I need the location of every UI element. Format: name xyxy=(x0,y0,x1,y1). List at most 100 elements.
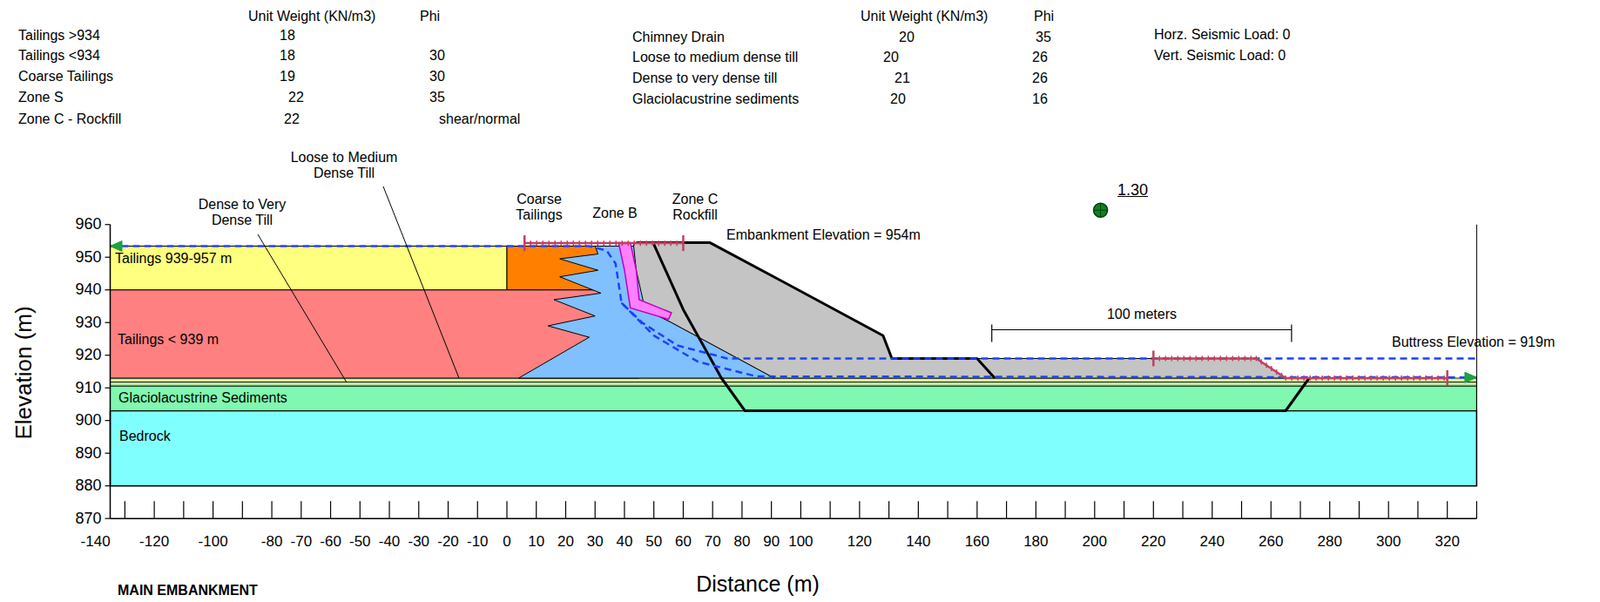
layer-name: Glaciolacustrine Sediments xyxy=(118,390,288,406)
slip-tick xyxy=(1284,375,1287,381)
slip-tick xyxy=(1296,375,1299,381)
slip-tick xyxy=(1351,375,1354,381)
distance-tick: 320 xyxy=(1434,533,1459,551)
slip-tick xyxy=(1431,375,1433,381)
table-header: Phi xyxy=(1033,8,1054,25)
table-header: Unit Weight (KN/m3) xyxy=(860,8,988,25)
unit-weight: 21 xyxy=(894,70,911,87)
x-tick xyxy=(770,500,772,519)
distance-tick: 0 xyxy=(502,533,511,551)
elevation-note: Embankment Elevation = 954m xyxy=(726,227,921,244)
x-tick xyxy=(830,500,831,519)
seismic-load: Horz. Seismic Load: 0 xyxy=(1154,27,1291,43)
x-tick xyxy=(946,500,948,519)
slip-tick xyxy=(633,240,635,246)
x-tick xyxy=(330,500,331,519)
distance-tick: -70 xyxy=(290,533,313,551)
material-name: Chimney Drain xyxy=(632,29,725,46)
distance-tick: -30 xyxy=(407,533,430,551)
leader-line xyxy=(257,234,347,383)
slip-tick xyxy=(572,240,574,246)
slip-tick xyxy=(1345,375,1348,381)
distance-tick: -140 xyxy=(81,533,111,551)
slip-tick xyxy=(1255,355,1258,361)
slip-tick xyxy=(1238,355,1241,361)
y-tick xyxy=(105,387,111,389)
x-tick xyxy=(1358,500,1360,519)
bedrock-layer xyxy=(110,411,1478,487)
slip-tick xyxy=(1189,355,1192,361)
distance-tick: 30 xyxy=(587,533,604,551)
elevation-note: Buttress Elevation = 919m xyxy=(1391,334,1555,351)
slip-end xyxy=(681,235,685,251)
slip-tick xyxy=(621,240,623,246)
slip-tick xyxy=(1406,375,1409,381)
leader-line xyxy=(383,186,460,379)
slip-tick xyxy=(1165,355,1168,361)
x-tick xyxy=(623,500,625,519)
slip-tick xyxy=(1232,355,1235,361)
x-tick xyxy=(242,500,244,519)
elevation-tick: 960 xyxy=(74,215,102,234)
water-marker xyxy=(1464,371,1478,383)
dimension-end xyxy=(991,324,993,342)
frame-right xyxy=(1476,224,1478,487)
distance-tick: -20 xyxy=(437,533,460,551)
x-tick xyxy=(477,500,479,519)
distance-tick: 120 xyxy=(847,533,872,551)
distance-tick: -80 xyxy=(261,533,284,551)
x-tick xyxy=(1005,500,1007,519)
slip-tick xyxy=(1315,375,1317,381)
y-tick xyxy=(105,419,111,421)
slip-tick xyxy=(657,240,660,246)
layer-band: Glaciolacustrine Sediments xyxy=(114,390,291,406)
x-tick xyxy=(1299,500,1301,519)
slip-tick xyxy=(1443,375,1445,381)
x-tick xyxy=(1093,500,1095,519)
tailings-high xyxy=(110,246,508,291)
slip-tick xyxy=(1424,375,1427,381)
material-name: Tailings >934 xyxy=(18,27,101,44)
slip-tick xyxy=(1302,375,1305,381)
distance-tick: 180 xyxy=(1023,533,1048,551)
slip-tick xyxy=(1339,375,1342,381)
distance-tick: 90 xyxy=(762,533,780,551)
friction-angle: 30 xyxy=(429,47,446,64)
zone-label: Zone B xyxy=(592,205,638,222)
slip-tick xyxy=(1281,372,1283,379)
elevation-tick: 870 xyxy=(74,509,102,528)
slip-tick xyxy=(675,240,678,246)
slip-tick xyxy=(566,240,568,246)
phreatic-line xyxy=(621,303,1478,379)
friction-angle: 26 xyxy=(1032,70,1048,87)
strength-model: shear/normal xyxy=(438,111,520,128)
dimension-label: 100 meters xyxy=(1107,306,1177,323)
table-header: Unit Weight (KN/m3) xyxy=(248,8,376,25)
elevation-tick: 910 xyxy=(74,378,102,398)
distance-tick: -50 xyxy=(349,533,372,551)
slip-tick xyxy=(1321,375,1324,381)
slip-tick xyxy=(651,240,654,246)
x-tick xyxy=(1476,500,1478,519)
distance-tick: 140 xyxy=(905,533,931,551)
slip-end xyxy=(1445,370,1449,386)
x-tick xyxy=(1123,500,1125,519)
layer-band: Bedrock xyxy=(115,428,175,445)
distance-tick: 60 xyxy=(675,533,692,551)
slip-tick xyxy=(1220,355,1222,361)
material-name: Loose to medium dense till xyxy=(632,49,798,66)
x-tick xyxy=(124,500,126,519)
layer-name: Tailings < 939 m xyxy=(117,331,219,347)
layer-band: Tailings < 939 m xyxy=(114,331,223,348)
slip-center xyxy=(1093,202,1108,217)
x-tick xyxy=(182,500,184,519)
distance-tick: 160 xyxy=(965,533,990,551)
loose-till-layer xyxy=(110,378,1478,383)
slip-tick xyxy=(596,240,599,246)
x-tick xyxy=(712,500,714,519)
elevation-tick: 920 xyxy=(74,345,102,365)
x-tick xyxy=(1270,500,1272,519)
y-tick xyxy=(105,354,111,356)
slip-tick xyxy=(663,240,666,246)
distance-tick: 10 xyxy=(527,533,545,551)
